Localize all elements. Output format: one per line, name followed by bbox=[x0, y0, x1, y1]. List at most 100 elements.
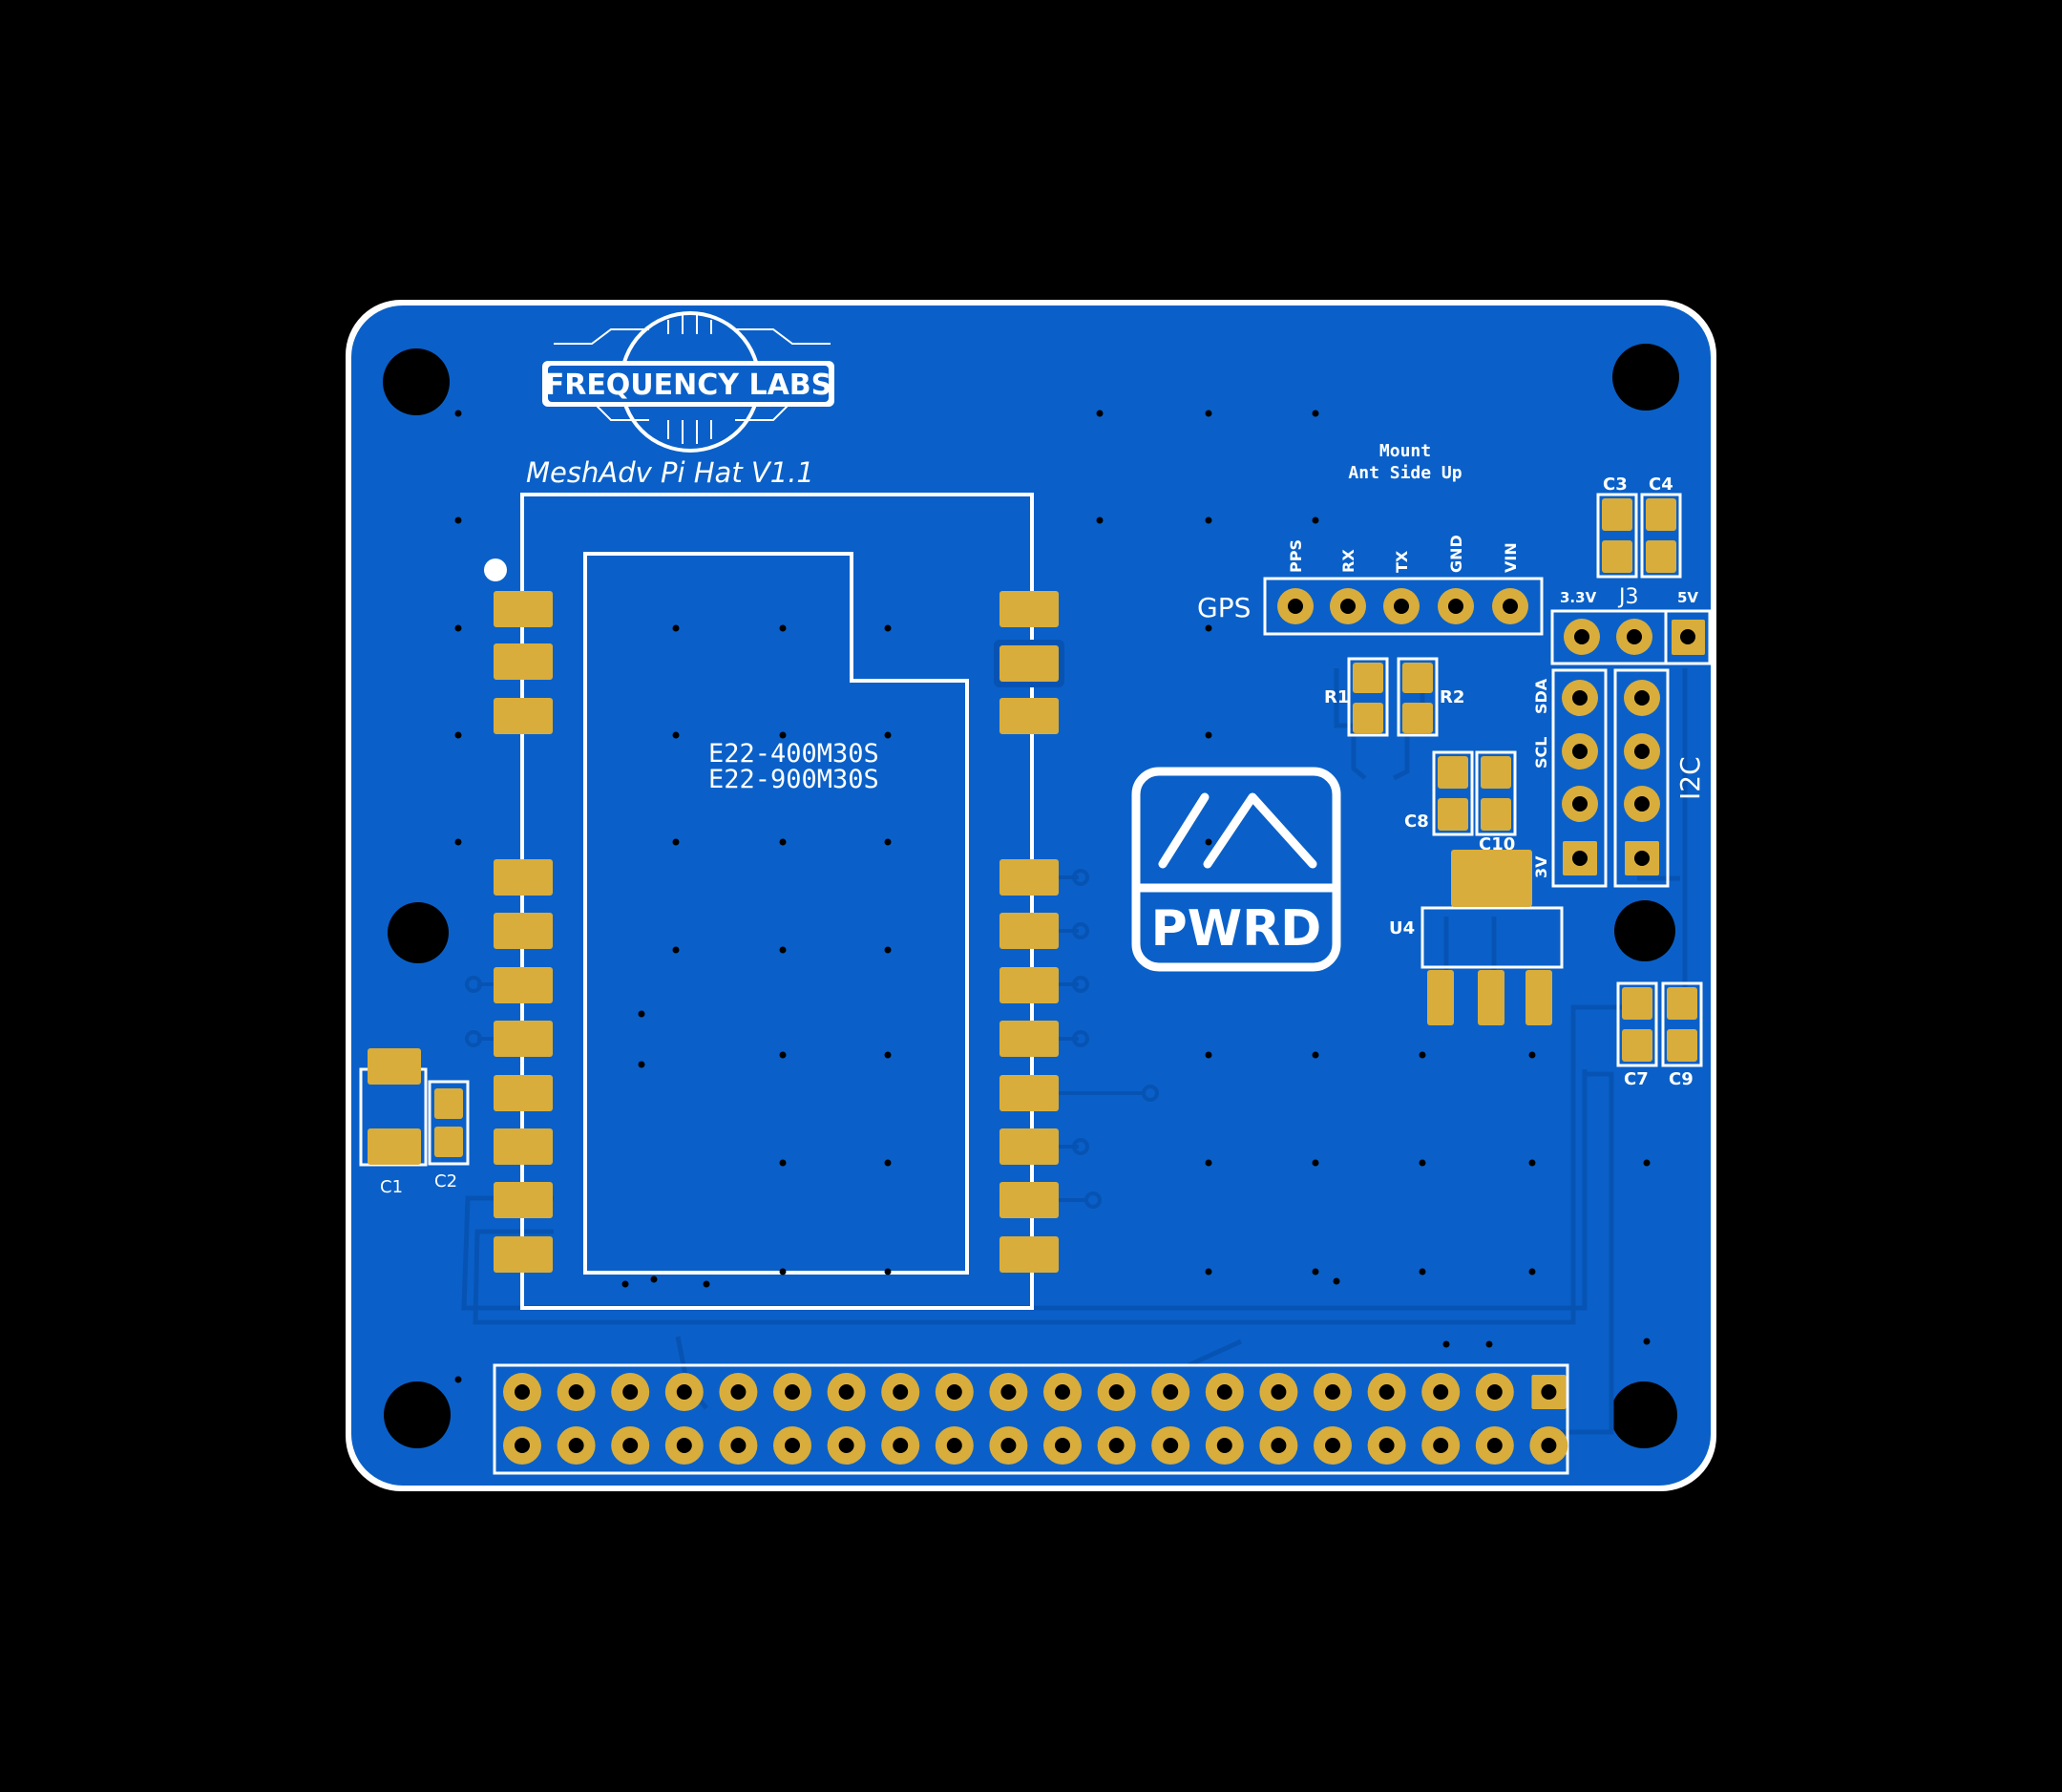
gpio-pin-hole bbox=[1378, 1384, 1395, 1400]
svg-text:SCL: SCL bbox=[1532, 737, 1550, 769]
via bbox=[650, 1275, 658, 1283]
gpio-pin-hole bbox=[1216, 1438, 1232, 1453]
mounting-hole bbox=[1610, 1381, 1677, 1448]
via bbox=[1205, 624, 1212, 632]
module-pad-stubs bbox=[465, 869, 1159, 1209]
lora-module: E22-400M30S E22-900M30S bbox=[484, 493, 1034, 1310]
via bbox=[884, 731, 892, 739]
via bbox=[884, 1051, 892, 1059]
gpio-pin-hole bbox=[1108, 1384, 1125, 1400]
gpio-pin-hole bbox=[730, 1384, 747, 1400]
via bbox=[779, 624, 787, 632]
via bbox=[779, 1051, 787, 1059]
svg-text:C3: C3 bbox=[1603, 474, 1628, 495]
mounting-hole bbox=[388, 902, 449, 963]
via bbox=[1205, 410, 1212, 417]
gpio-pin-hole bbox=[568, 1438, 584, 1453]
via bbox=[621, 1280, 629, 1288]
frequency-labs-logo: FREQUENCY LABS MeshAdv Pi Hat V1.1 bbox=[526, 311, 834, 489]
svg-text:R1: R1 bbox=[1324, 687, 1349, 707]
via bbox=[779, 731, 787, 739]
gpio-pin-hole bbox=[785, 1438, 800, 1453]
via bbox=[1312, 1051, 1319, 1059]
via bbox=[1312, 410, 1319, 417]
gpio-pin-hole bbox=[515, 1438, 530, 1453]
j3-jumper: 3.3V J3 5V bbox=[1550, 585, 1712, 665]
via bbox=[1485, 1340, 1493, 1348]
via bbox=[1096, 410, 1104, 417]
gpio-pin-hole bbox=[893, 1438, 909, 1453]
via bbox=[672, 731, 680, 739]
gpio-pin-hole bbox=[1541, 1438, 1557, 1453]
gpio-pin-hole bbox=[1055, 1384, 1070, 1400]
via bbox=[884, 946, 892, 954]
via bbox=[454, 731, 462, 739]
gpio-pin-hole bbox=[1216, 1384, 1232, 1400]
gpio-pin-hole bbox=[1000, 1438, 1017, 1453]
via bbox=[1528, 1051, 1536, 1059]
gpio-pin-hole bbox=[893, 1384, 909, 1400]
via bbox=[884, 624, 892, 632]
svg-text:R2: R2 bbox=[1440, 687, 1464, 707]
via bbox=[1205, 517, 1212, 524]
svg-text:C2: C2 bbox=[434, 1171, 457, 1191]
gpio-pin-hole bbox=[785, 1384, 800, 1400]
gpio-pin-hole bbox=[1000, 1384, 1017, 1400]
u4-regulator: U4 bbox=[1389, 850, 1564, 1025]
svg-text:TX: TX bbox=[1393, 550, 1411, 573]
via bbox=[1096, 517, 1104, 524]
mount-note-line-1: Mount bbox=[1379, 441, 1431, 461]
gpio-pin-hole bbox=[1325, 1384, 1340, 1400]
gpio-pin-hole bbox=[622, 1384, 639, 1400]
mounting-hole bbox=[1612, 344, 1679, 411]
gpio-pin-hole bbox=[1433, 1438, 1449, 1453]
via bbox=[454, 1376, 462, 1383]
module-pads-right bbox=[994, 591, 1064, 1273]
via bbox=[1643, 1338, 1651, 1345]
svg-text:J3: J3 bbox=[1617, 585, 1639, 609]
gpio-pin-hole bbox=[1325, 1438, 1340, 1453]
gpio-pin-hole bbox=[1541, 1384, 1557, 1400]
mounting-holes bbox=[383, 344, 1679, 1448]
vias bbox=[454, 410, 1651, 1383]
gpio-pin-hole bbox=[515, 1384, 530, 1400]
via bbox=[672, 838, 680, 846]
r2-resistor: R2 bbox=[1397, 657, 1464, 737]
gpio-pin-hole bbox=[1163, 1384, 1179, 1400]
via bbox=[1312, 1159, 1319, 1167]
svg-text:PPS: PPS bbox=[1287, 539, 1305, 573]
via bbox=[1205, 1268, 1212, 1275]
mounting-hole bbox=[1614, 900, 1675, 961]
via bbox=[672, 946, 680, 954]
gpio-pin-hole bbox=[676, 1384, 692, 1400]
c3-cap: C3 bbox=[1596, 474, 1638, 579]
c2-cap: C2 bbox=[428, 1080, 470, 1191]
via bbox=[638, 1061, 645, 1068]
svg-text:C8: C8 bbox=[1404, 812, 1429, 832]
via bbox=[884, 1159, 892, 1167]
gps-header: GPS PPS RX TX GND VIN bbox=[1197, 535, 1544, 636]
via bbox=[638, 1010, 645, 1018]
gpio-pin-hole bbox=[1055, 1438, 1070, 1453]
via bbox=[672, 624, 680, 632]
svg-text:GND: GND bbox=[1447, 535, 1465, 573]
gpio-pins bbox=[503, 1373, 1568, 1465]
svg-text:PWRD: PWRD bbox=[1151, 900, 1322, 958]
via bbox=[1643, 1159, 1651, 1167]
mounting-hole bbox=[383, 348, 450, 415]
c10-cap: C10 bbox=[1475, 750, 1517, 854]
via bbox=[779, 1268, 787, 1275]
via bbox=[1528, 1268, 1536, 1275]
c4-cap: C4 bbox=[1640, 474, 1682, 579]
gpio-pin-hole bbox=[838, 1438, 854, 1453]
gpio-pin-hole bbox=[730, 1438, 747, 1453]
gpio-pin-hole bbox=[1378, 1438, 1395, 1453]
via bbox=[1205, 1159, 1212, 1167]
via bbox=[454, 410, 462, 417]
r1-resistor: R1 bbox=[1324, 657, 1389, 737]
via bbox=[884, 838, 892, 846]
i2c-header-right bbox=[1613, 668, 1670, 888]
gpio-pin-hole bbox=[1433, 1384, 1449, 1400]
gpio-pin-hole bbox=[946, 1384, 962, 1400]
